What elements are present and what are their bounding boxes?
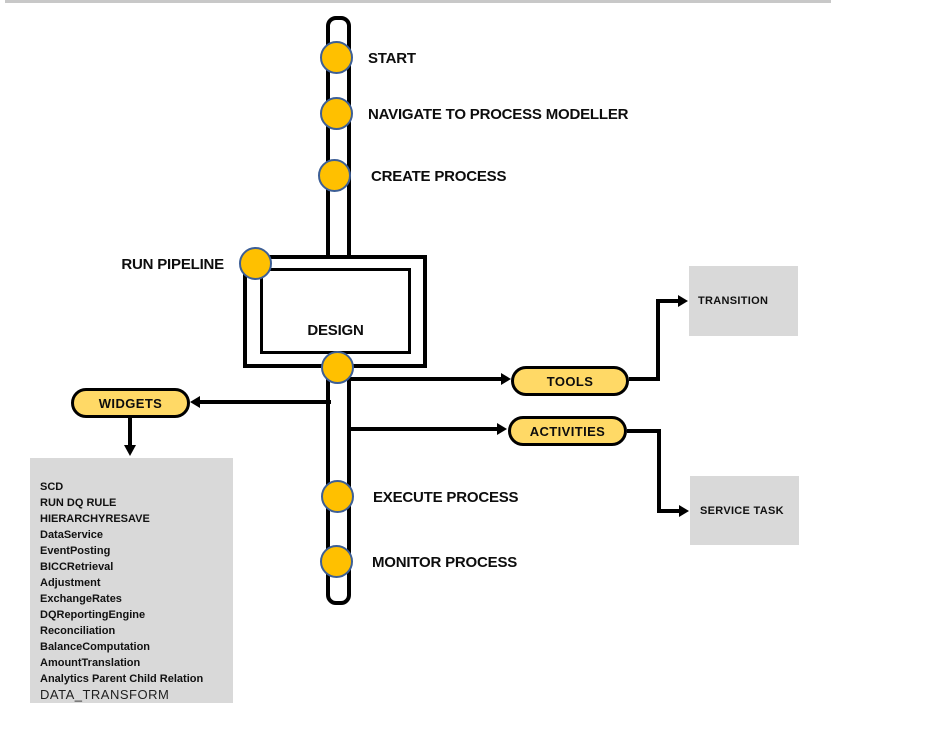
slide-top-edge: [5, 0, 831, 3]
widget-list-item: AmountTranslation: [40, 657, 141, 669]
widget-list-item: SCD: [40, 481, 64, 493]
widget-list-item: Reconciliation: [40, 625, 116, 637]
run-pipeline-label: RUN PIPELINE: [121, 256, 224, 273]
widget-list-item: HIERARCHYRESAVE: [40, 513, 150, 525]
create-label: CREATE PROCESS: [371, 168, 507, 185]
widget-list-item: BalanceComputation: [40, 641, 151, 653]
arrowhead-to-tools: [501, 373, 511, 385]
arrowhead-to-widget-list: [124, 445, 136, 456]
widget-list-item: ExchangeRates: [40, 593, 122, 605]
design-node-circle: [321, 351, 354, 384]
arrowhead-to-transition: [678, 295, 688, 307]
transition-box: TRANSITION: [689, 266, 798, 336]
widget-list-item: EventPosting: [40, 545, 111, 557]
execute-label: EXECUTE PROCESS: [373, 489, 519, 506]
service-task-box: SERVICE TASK: [690, 476, 799, 545]
design-label: DESIGN: [307, 322, 364, 339]
connector-tools-out: [629, 377, 660, 381]
connector-widgets-to-list: [128, 418, 132, 446]
tools-pill: TOOLS: [511, 366, 629, 396]
execute-node-circle: [321, 480, 354, 513]
widgets-pill: WIDGETS: [71, 388, 190, 418]
connector-tools-up: [656, 299, 660, 381]
monitor-node-circle: [320, 545, 353, 578]
activities-pill: ACTIVITIES: [508, 416, 627, 446]
widget-list-box: SCD RUN DQ RULE HIERARCHYRESAVE DataServ…: [30, 458, 233, 703]
widget-list-item: Analytics Parent Child Relation: [40, 673, 204, 685]
design-inner-box: [260, 268, 411, 354]
create-node-circle: [318, 159, 351, 192]
connector-design-to-activities: [347, 427, 499, 431]
widget-list-item: BICCRetrieval: [40, 561, 114, 573]
widget-list-item: DataService: [40, 529, 103, 541]
arrowhead-to-activities: [497, 423, 507, 435]
widget-list-item: DATA_TRANSFORM: [40, 687, 170, 702]
navigate-label: NAVIGATE TO PROCESS MODELLER: [368, 106, 629, 123]
transition-label: TRANSITION: [698, 295, 769, 307]
widget-list-item: RUN DQ RULE: [40, 497, 117, 509]
connector-design-to-tools: [349, 377, 502, 381]
arrowhead-to-widgets: [190, 396, 200, 408]
widget-list-item: DQReportingEngine: [40, 609, 146, 621]
arrowhead-to-service-task: [679, 505, 689, 517]
connector-activities-out: [627, 429, 661, 433]
navigate-node-circle: [320, 97, 353, 130]
run-pipeline-node-circle: [239, 247, 272, 280]
connector-activities-down: [657, 429, 661, 513]
widget-list-item: Adjustment: [40, 577, 101, 589]
start-label: START: [368, 50, 416, 67]
connector-design-to-widgets: [200, 400, 331, 404]
monitor-label: MONITOR PROCESS: [372, 554, 518, 571]
connector-to-transition: [656, 299, 679, 303]
start-node-circle: [320, 41, 353, 74]
connector-to-service-task: [657, 509, 680, 513]
service-task-label: SERVICE TASK: [700, 504, 784, 517]
